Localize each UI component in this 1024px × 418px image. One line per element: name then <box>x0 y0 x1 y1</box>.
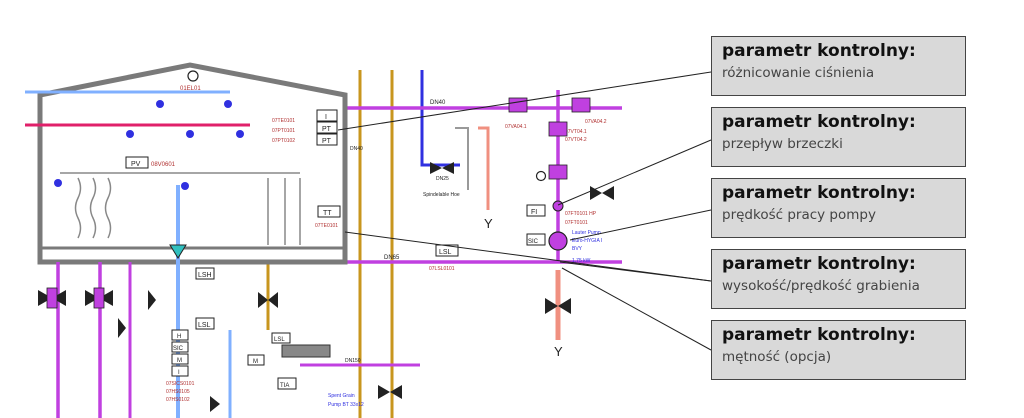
callout-pressure-differential: parametr kontrolny: różnicowanie ciśnien… <box>711 36 966 96</box>
box-pt2: PT <box>322 138 332 145</box>
pump-kw: 1,75 kW <box>572 258 591 264</box>
callout-title: parametr kontrolny: <box>722 325 916 345</box>
tag-spent2: Pump BT 33x12 <box>328 402 364 408</box>
callout-desc: mętność (opcja) <box>722 349 832 365</box>
callout-title: parametr kontrolny: <box>722 112 916 132</box>
tag-lsl-mid: 07LSL0101 <box>429 266 455 272</box>
callout-title: parametr kontrolny: <box>722 254 916 274</box>
pipe-blue-top <box>420 70 460 167</box>
pump-model: Euro-HYGIA I <box>572 238 602 244</box>
tag-fi2: 07FT0101 <box>565 220 588 226</box>
callout-turbidity: parametr kontrolny: mętność (opcja) <box>711 320 966 380</box>
box-lsl-mid: LSL <box>439 249 452 256</box>
box-pt: PT <box>322 126 332 133</box>
tank-roof <box>37 62 348 265</box>
box-m2: M <box>253 359 258 365</box>
sprinkler-icon <box>54 100 244 190</box>
callout-desc: prędkość pracy pompy <box>722 207 876 223</box>
box-tt: TT <box>323 210 332 217</box>
box-pv: PV <box>131 161 141 168</box>
callout-desc: różnicowanie ciśnienia <box>722 65 875 81</box>
tag-top: 01EL01 <box>180 86 201 92</box>
rake-icon <box>60 172 301 245</box>
box-i2: I <box>178 370 180 376</box>
box-lsl2: LSL <box>274 337 285 343</box>
sight-glass-icon <box>535 170 547 182</box>
tag-valve2: 07VA04.2 <box>585 119 607 125</box>
pipe-gray-sampler <box>455 127 469 190</box>
tag-valve3: 07VT04.1 <box>565 129 587 135</box>
tag-pt-group2: 07PT0101 <box>272 128 295 134</box>
pump-rpm: BVY <box>572 246 583 252</box>
instrument-box-group-pt <box>125 109 546 390</box>
bottom-y: Y <box>554 344 563 359</box>
tag-dn25: DN25 <box>436 176 449 182</box>
callout-desc: wysokość/prędkość grabienia <box>722 278 920 294</box>
tag-valve4: 07VT04.2 <box>565 137 587 143</box>
tag-pt-group3: 07PT0102 <box>272 138 295 144</box>
box-i: I <box>325 114 327 121</box>
tag-spent1: Spent Grain <box>328 393 355 399</box>
tag-left-1: 07SICS0101 <box>166 381 195 387</box>
valve-icon <box>38 162 614 412</box>
callout-wort-flow: parametr kontrolny: przepływ brzeczki <box>711 107 966 167</box>
dn-top: DN40 <box>430 100 446 106</box>
box-lsh: LSH <box>198 272 212 279</box>
callout-pump-speed: parametr kontrolny: prędkość pracy pompy <box>711 178 966 238</box>
tag-fi: 07FT0101 HP <box>565 211 597 217</box>
dn-bottom: DN150 <box>345 358 361 364</box>
box-lsl: LSL <box>198 322 211 329</box>
pipe-salmon-sampler <box>478 126 490 210</box>
callout-desc: przepływ brzeczki <box>722 136 843 152</box>
pump-icon <box>548 231 568 251</box>
sampler-y: Y <box>484 216 493 231</box>
box-h: H <box>177 334 181 340</box>
box-tia: TIA <box>280 383 289 389</box>
tag-left-3: 07HS0102 <box>166 397 190 403</box>
top-indicator-icon <box>187 70 199 82</box>
ball-valve-icon <box>169 244 187 259</box>
callout-rake-height: parametr kontrolny: wysokość/prędkość gr… <box>711 249 966 309</box>
callout-title: parametr kontrolny: <box>722 183 916 203</box>
tag-tt: 07TE0101 <box>315 223 338 229</box>
flow-indicator-icon <box>552 200 564 212</box>
tag-pv: 08V0601 <box>151 162 176 168</box>
box-fi: FI <box>531 209 537 216</box>
leader-lines <box>337 71 712 351</box>
dn-mid: DN65 <box>384 255 400 261</box>
screw-conveyor-icon <box>281 344 331 358</box>
box-m: M <box>177 358 182 364</box>
callout-title: parametr kontrolny: <box>722 41 916 61</box>
tag-sampler: Spindelable Hoe <box>423 192 460 198</box>
pump-label: Lauter Pump <box>572 230 601 236</box>
box-sic: SIC <box>528 239 539 245</box>
tag-valve1: 07VA04.1 <box>505 124 527 130</box>
tag-left-2: 07HS0105 <box>166 389 190 395</box>
dn-vert: DN40 <box>350 146 363 152</box>
box-sic-left: SIC <box>173 346 184 352</box>
valve-actuator-icon <box>46 97 591 309</box>
tag-pt-group: 07TE0101 <box>272 118 295 124</box>
